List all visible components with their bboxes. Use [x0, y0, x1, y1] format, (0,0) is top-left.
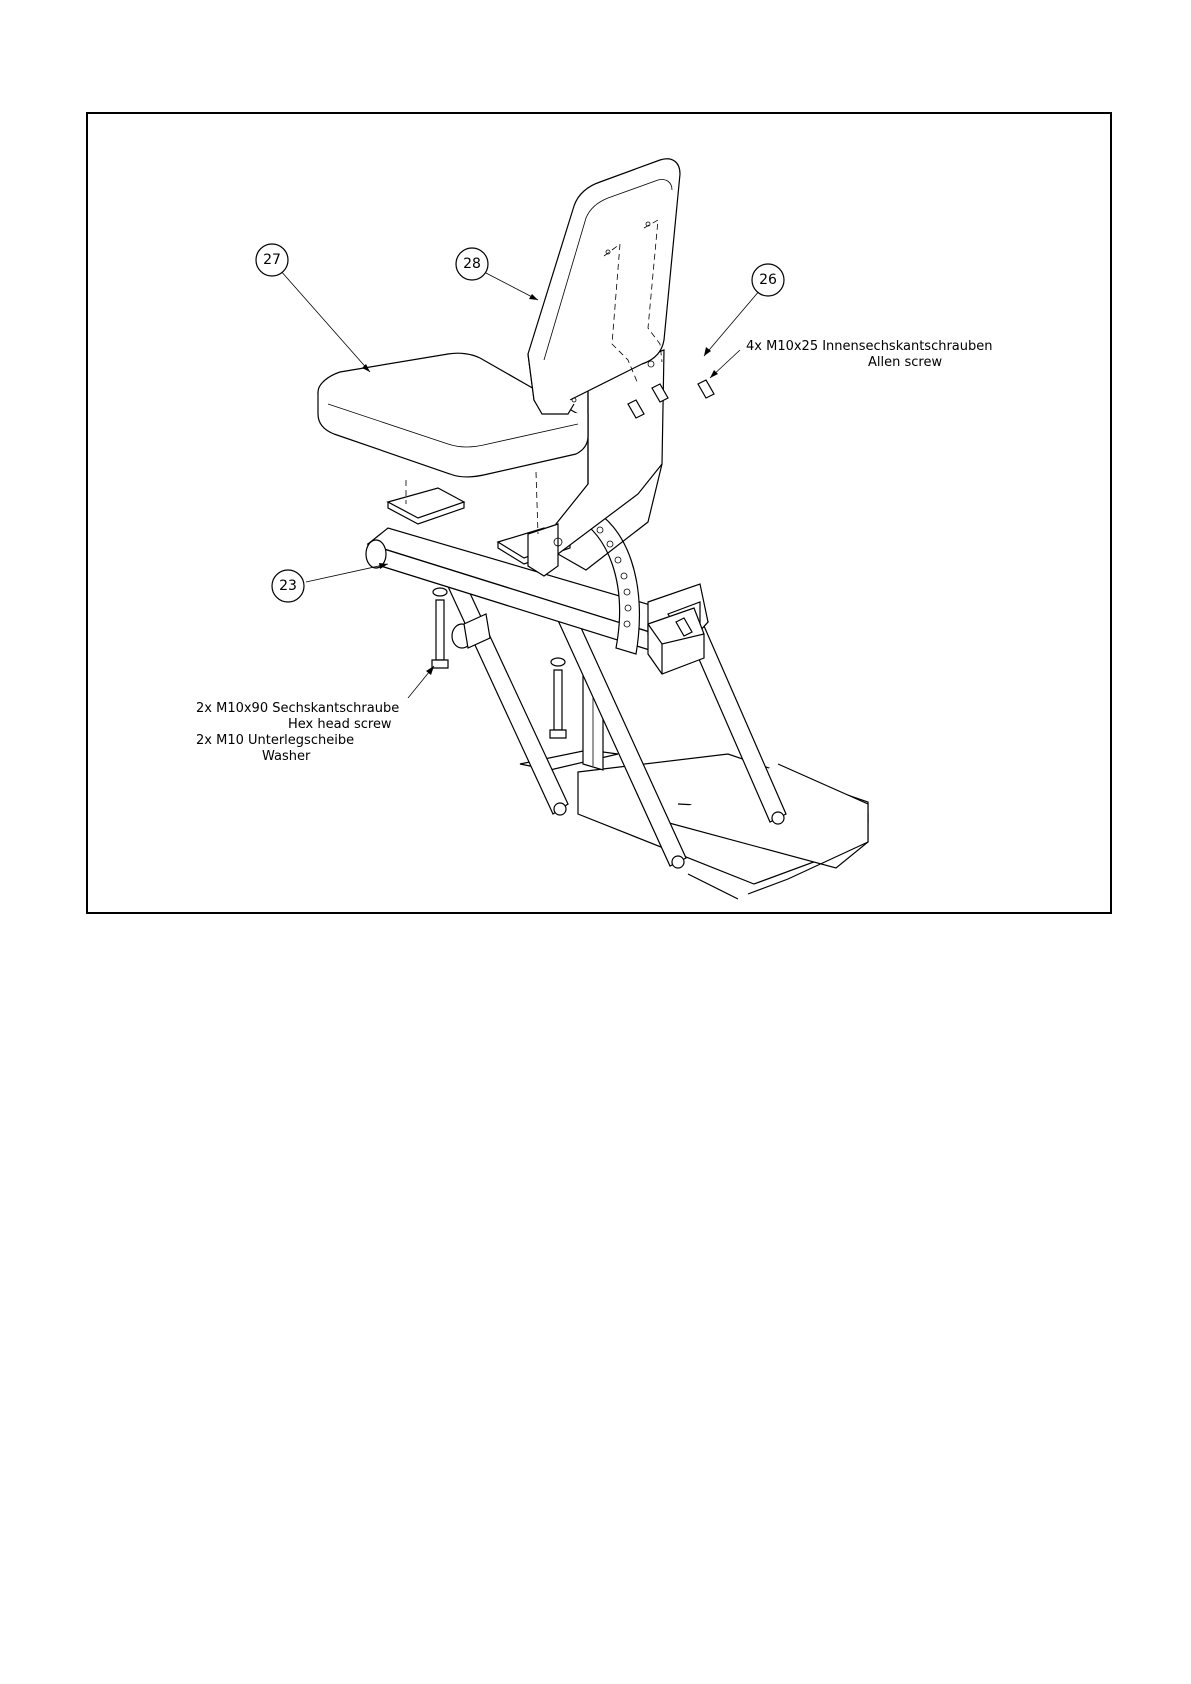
callout-28: 28: [456, 248, 538, 300]
callout-27: 27: [256, 244, 370, 372]
allen-screw-label-en: Allen screw: [868, 355, 942, 370]
part-number-28: 28: [463, 256, 481, 272]
washer-label-en: Washer: [262, 749, 311, 764]
allen-screw-label-de: 4x M10x25 Innensechskantschrauben: [746, 339, 993, 354]
seat-plate-rear: [388, 488, 464, 524]
hex-screw-annotation: 2x M10x90 Sechskantschraube Hex head scr…: [196, 666, 434, 764]
assembly-drawing: 27 28 26 23 4x M10x25 Innensechskantschr…: [88, 114, 1110, 912]
part-number-26: 26: [759, 272, 777, 288]
part-number-23: 23: [279, 578, 297, 594]
base-rail: [520, 750, 868, 899]
diagram-frame: 27 28 26 23 4x M10x25 Innensechskantschr…: [86, 112, 1112, 914]
allen-screw-annotation: 4x M10x25 Innensechskantschrauben Allen …: [710, 339, 993, 378]
hex-screw-label-de: 2x M10x90 Sechskantschraube: [196, 701, 399, 716]
washer-label-de: 2x M10 Unterlegscheibe: [196, 733, 354, 748]
part-number-27: 27: [263, 252, 281, 268]
hex-screw-label-en: Hex head screw: [288, 717, 392, 732]
callout-23: 23: [272, 563, 388, 602]
